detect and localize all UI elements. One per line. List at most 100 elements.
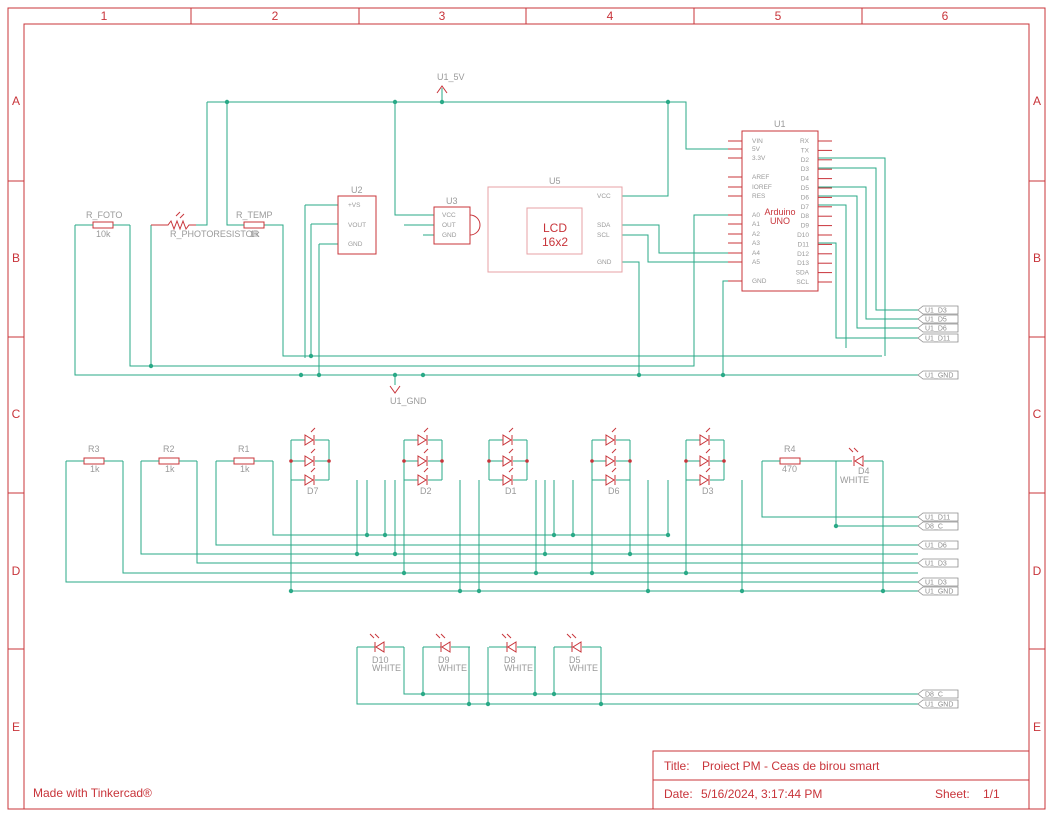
resistor-photoresistor: R_PHOTORESISTOR (151, 211, 260, 239)
junctions-bottom (420, 691, 604, 707)
u2-pin: GND (348, 241, 363, 248)
u2-temperature-sensor: U2 +VS VOUT GND (337, 185, 377, 255)
rgb-led: D7 (289, 427, 331, 496)
net-label-text: U1_GND (925, 373, 953, 380)
net-label-text: U1_D11 (925, 336, 950, 343)
col-label: 3 (439, 9, 446, 23)
r-foto-value: 10k (96, 229, 111, 239)
row-labels: A B C D E A B C D E (12, 94, 1042, 734)
u2-pin: VOUT (348, 222, 366, 229)
photoresistor-name: R_PHOTORESISTOR (170, 229, 260, 239)
u5-pin: SCL (597, 232, 610, 239)
u3-pin: GND (442, 232, 457, 239)
net-label: U1_D11 (917, 333, 959, 343)
u1-right-pin: D4 (801, 176, 810, 183)
rgb-led: D3 (684, 427, 726, 496)
resistor-r1: R1 1k (216, 444, 273, 474)
u1-left-pin: A1 (752, 221, 760, 228)
sheet-frame (7, 7, 1046, 810)
resistor-r2: R2 1k (141, 444, 197, 474)
title-block: Title: Proiect PM - Ceas de birou smart … (652, 750, 1030, 810)
u1-left-pin: A3 (752, 240, 760, 247)
u1-left-pin: IOREF (752, 184, 772, 191)
resistor-r4: R4 470 (762, 444, 818, 474)
net-label-text: D8_C (925, 524, 943, 531)
col-label: 4 (607, 9, 614, 23)
junctions-top (148, 99, 726, 378)
vcc-symbol: U1_5V (436, 72, 465, 94)
u1-right-pin: D12 (797, 251, 809, 258)
u1-right-pin: D6 (801, 194, 810, 201)
white-led-type: WHITE (569, 663, 598, 673)
u5-pin: VCC (597, 193, 611, 200)
u1-left-pin: A0 (752, 212, 760, 219)
u1-right-pin: SCL (796, 279, 809, 286)
u1-right-pin: TX (801, 147, 810, 154)
net-label-text: U1_D3 (925, 561, 947, 568)
date-label: Date: (664, 787, 693, 801)
net-label: U1_D3 (917, 305, 959, 315)
r4-name: R4 (784, 444, 796, 454)
column-labels: 1 2 3 4 5 6 (101, 9, 949, 23)
net-label: U1_GND (917, 586, 959, 596)
net-label: D8_C (917, 689, 959, 699)
sheet-label: Sheet: (935, 787, 970, 801)
net-label: U1_D6 (917, 540, 959, 550)
u1-right-pin: D7 (801, 204, 810, 211)
r1-name: R1 (238, 444, 250, 454)
row-label: C (12, 407, 21, 421)
net-label: U1_D3 (917, 577, 959, 587)
net-label-text: U1_D3 (925, 308, 947, 315)
white-led-name: D5 (569, 655, 581, 665)
net-label-text: U1_D6 (925, 543, 947, 550)
white-led-name: D9 (438, 655, 450, 665)
col-label: 6 (942, 9, 949, 23)
net-label-text: D8_C (925, 692, 943, 699)
u1-left-pin: GND (752, 278, 767, 285)
u1-arduino-uno: U1 Arduino UNO VIN5V3.3VAREFIOREFRESA0A1… (728, 119, 832, 292)
u1-line1: Arduino (764, 207, 795, 217)
u1-name: U1 (774, 119, 786, 129)
title-label: Title: (664, 759, 690, 773)
row-label: A (12, 94, 20, 108)
date-value: 5/16/2024, 3:17:44 PM (701, 787, 822, 801)
net-label-text: U1_GND (925, 702, 953, 709)
rgb-led-name: D1 (505, 486, 517, 496)
u3-sensor: U3 VCC OUT GND (433, 196, 481, 245)
lcd-line1: LCD (543, 221, 567, 235)
gnd-label: U1_GND (390, 396, 427, 406)
white-led-type: WHITE (504, 663, 533, 673)
u1-right-pin: D2 (801, 157, 810, 164)
net-label: U1_D6 (917, 323, 959, 333)
row-label: E (12, 720, 20, 734)
u1-left-pin: 3.3V (752, 155, 766, 162)
u1-left-pin: A2 (752, 231, 760, 238)
row-label: D (12, 564, 21, 578)
wires-top (74, 88, 958, 385)
u1-left-pin: 5V (752, 146, 761, 153)
u1-right-pin: RX (800, 138, 810, 145)
middle-resistors: R3 1k R2 1k R1 1k R4 470 (66, 444, 818, 474)
junctions-middle (833, 523, 886, 594)
row-label: B (1033, 251, 1041, 265)
u5-pin: SDA (597, 222, 611, 229)
white-led-name: D8 (504, 655, 516, 665)
led-d4: D4 WHITE (836, 447, 883, 485)
net-label-text: U1_D3 (925, 580, 947, 587)
u1-left-pin: RES (752, 193, 766, 200)
row-label: A (1033, 94, 1041, 108)
u5-name: U5 (549, 176, 561, 186)
d4-type: WHITE (840, 475, 869, 485)
u1-right-pin: D13 (797, 260, 809, 267)
rgb-led: D6 (590, 427, 632, 496)
net-label-text: U1_D6 (925, 326, 947, 333)
r-temp-value: 1k (250, 229, 260, 239)
vcc-label: U1_5V (437, 72, 465, 82)
u1-left-pin: A5 (752, 259, 760, 266)
